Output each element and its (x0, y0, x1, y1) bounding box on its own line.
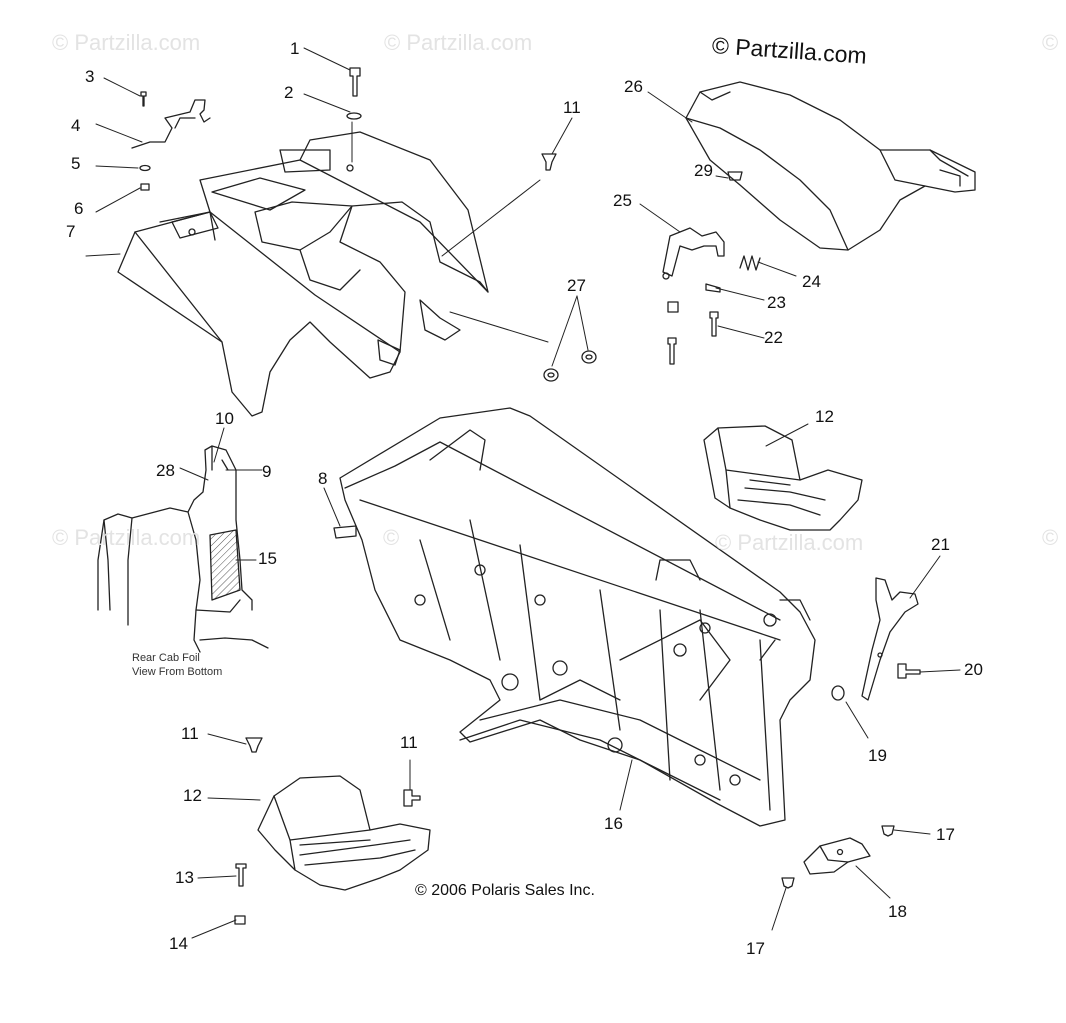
rivet-part-b (781, 877, 795, 889)
callout-label: 12 (183, 786, 202, 805)
seat-part (685, 81, 976, 251)
callout-label: 11 (563, 98, 581, 117)
callout-label: 21 (931, 535, 950, 554)
callout-label: 20 (964, 660, 983, 679)
watermark: © Partzilla.com (715, 530, 864, 555)
tab-part (667, 301, 679, 313)
detail-caption-line1: Rear Cab Foil (132, 652, 200, 664)
detail-caption-line2: View From Bottom (132, 666, 223, 678)
callout-label: 25 (613, 191, 632, 210)
leader-lines (85, 47, 961, 939)
callout-label: 12 (815, 407, 834, 426)
nut-part (234, 915, 246, 925)
clip-part (705, 283, 721, 293)
callout-label: 11 (181, 724, 199, 743)
watermark: © (1042, 30, 1059, 55)
callout-label: 18 (888, 902, 907, 921)
callout-label: 11 (400, 733, 418, 752)
callout-label: 9 (262, 462, 272, 481)
footwell-left-part (257, 775, 431, 891)
detail-caption: Rear Cab Foil View From Bottom (132, 651, 222, 679)
grommet-parts (543, 350, 597, 382)
rear-fender-part (117, 131, 489, 417)
callout-label: 17 (746, 939, 765, 958)
callout-label: 1 (290, 39, 300, 58)
seat-latch-part (662, 227, 725, 280)
callout-label: 28 (156, 461, 175, 480)
cab-foil-hatch (209, 529, 241, 601)
callout-label: 6 (74, 199, 84, 218)
push-rivet-top (541, 153, 557, 171)
bolt-part (897, 663, 921, 679)
callout-label: 26 (624, 77, 643, 96)
decal-part (333, 525, 357, 539)
watermark: © Partzilla.com (52, 30, 201, 55)
callout-label: 7 (66, 222, 76, 241)
pin-part-b (667, 337, 677, 365)
cab-foil-detail (97, 445, 269, 653)
fastener-parts (131, 67, 362, 191)
bracket-part (803, 837, 871, 875)
callout-label: 27 (567, 276, 586, 295)
footwell-right-part (703, 425, 863, 531)
callout-label: 23 (767, 293, 786, 312)
callout-label: 10 (215, 409, 234, 428)
callout-label: 24 (802, 272, 821, 291)
callout-label: 16 (604, 814, 623, 833)
callout-label: 8 (318, 469, 328, 488)
callout-label: 14 (169, 934, 188, 953)
callout-label: 19 (868, 746, 887, 765)
spring-part (739, 255, 761, 271)
lower-push-rivet-part (245, 737, 263, 753)
side-bracket-part (861, 577, 919, 701)
screw-part (235, 863, 247, 887)
pin-part (709, 311, 719, 337)
watermark: © (383, 525, 400, 550)
frame-part (339, 407, 816, 827)
callout-label: 15 (258, 549, 277, 568)
callout-label: 17 (936, 825, 955, 844)
callout-label: 5 (71, 154, 81, 173)
callout-label: 2 (284, 83, 294, 102)
lower-push-rivet-side-part (403, 789, 421, 807)
callout-label: 4 (71, 116, 81, 135)
watermark: © (1042, 525, 1059, 550)
watermark: © Partzilla.com (384, 30, 533, 55)
callout-label: 29 (694, 161, 713, 180)
watermark: © Partzilla.com (52, 525, 201, 550)
copyright-polaris: © 2006 Polaris Sales Inc. (415, 882, 595, 899)
rivet-part-a (881, 825, 895, 837)
seat-bumper-part (727, 171, 743, 181)
washer-part (831, 685, 845, 701)
callout-label: 22 (764, 328, 783, 347)
callout-label: 3 (85, 67, 95, 86)
callout-label: 13 (175, 868, 194, 887)
